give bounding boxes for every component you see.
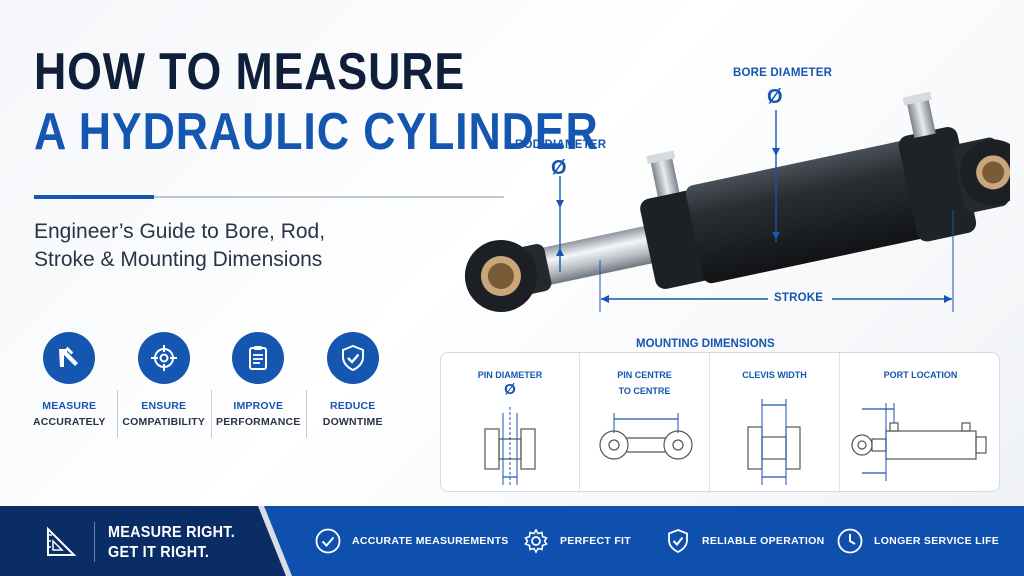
clevis-width-drawing <box>747 399 801 485</box>
mount-label-line-2: TO CENTRE <box>618 386 671 396</box>
feature-reliable-operation: RELIABLE OPERATION <box>664 526 824 556</box>
footer-banner: MEASURE RIGHT. GET IT RIGHT. ACCURATE ME… <box>0 506 1024 576</box>
mount-item-port-location: PORT LOCATION <box>839 353 1001 493</box>
slogan-line-1: MEASURE RIGHT. <box>108 524 235 541</box>
mount-label-line-1: PIN DIAMETER <box>477 370 543 380</box>
benefit-label-bottom: PERFORMANCE <box>216 416 301 428</box>
mount-item-clevis-width: CLEVIS WIDTH <box>709 353 839 493</box>
feature-accurate-measurements: ACCURATE MEASUREMENTS <box>314 526 509 556</box>
target-icon <box>137 332 190 384</box>
title-line-2: A HYDRAULIC CYLINDER <box>34 103 599 161</box>
benefits-row: MEASURE ACCURATELY ENSURE COMPATIBILITY … <box>22 332 400 442</box>
title-line-1: HOW TO MEASURE <box>34 43 466 101</box>
mount-label-line-1: CLEVIS WIDTH <box>742 370 807 380</box>
mount-label: CLEVIS WIDTH <box>710 367 839 383</box>
feature-label: RELIABLE OPERATION <box>702 535 825 547</box>
mount-label: PIN CENTRE TO CENTRE <box>580 367 709 399</box>
subtitle-line-1: Engineer’s Guide to Bore, Rod, <box>34 220 326 243</box>
feature-label: ACCURATE MEASUREMENTS <box>352 535 509 547</box>
benefit-label-top: IMPROVE <box>233 400 284 412</box>
mounting-dimensions-panel: PIN DIAMETER Ø PIN CENTRE TO CENTRE <box>440 352 1001 493</box>
port-location-drawing <box>851 403 987 481</box>
shield-check-icon <box>668 529 688 554</box>
benefit-ensure: ENSURE COMPATIBILITY <box>116 332 212 442</box>
benefit-improve: IMPROVE PERFORMANCE <box>211 332 306 442</box>
clock-icon <box>837 528 863 554</box>
feature-perfect-fit: PERFECT FIT <box>522 526 631 556</box>
title-divider <box>34 195 504 199</box>
gear-icon <box>524 528 548 554</box>
mount-label: PORT LOCATION <box>840 367 1001 383</box>
footer-separator <box>94 522 95 562</box>
page-title: HOW TO MEASURE A HYDRAULIC CYLINDER <box>34 42 599 162</box>
mount-label: PIN DIAMETER <box>441 367 579 383</box>
pin-diameter-drawing <box>484 407 536 485</box>
benefit-label-top: REDUCE <box>329 400 376 412</box>
clipboard-icon <box>232 332 285 384</box>
benefit-label-top: ENSURE <box>141 400 187 412</box>
ruler-triangle-icon <box>47 526 77 556</box>
benefit-label-top: MEASURE <box>42 400 97 412</box>
rod-diameter-label: ROD DIAMETER <box>515 139 607 151</box>
shield-check-icon <box>326 332 379 384</box>
feature-label: PERFECT FIT <box>560 535 631 547</box>
caliper-icon <box>43 332 96 384</box>
pin-diameter-symbol: Ø <box>504 381 516 398</box>
pin-centre-drawing <box>599 413 693 460</box>
check-circle-icon <box>315 528 341 554</box>
mount-label-line-1: PORT LOCATION <box>883 370 958 380</box>
subtitle: Engineer’s Guide to Bore, Rod, Stroke & … <box>34 218 414 274</box>
bore-diameter-symbol: Ø <box>767 86 783 108</box>
benefit-reduce: REDUCE DOWNTIME <box>305 332 401 442</box>
rod-diameter-symbol: Ø <box>551 157 567 179</box>
footer-slogan: MEASURE RIGHT. GET IT RIGHT. <box>108 523 235 563</box>
benefit-label-bottom: ACCURATELY <box>32 416 106 428</box>
feature-longer-service-life: LONGER SERVICE LIFE <box>836 526 999 556</box>
benefit-label-bottom: COMPATIBILITY <box>122 416 206 428</box>
stroke-label: STROKE <box>774 292 824 304</box>
bore-diameter-label: BORE DIAMETER <box>733 67 833 79</box>
mount-item-pin-diameter: PIN DIAMETER Ø <box>441 353 579 493</box>
mounting-dimensions-title: MOUNTING DIMENSIONS <box>636 338 775 350</box>
benefit-label-bottom: DOWNTIME <box>322 416 383 428</box>
feature-label: LONGER SERVICE LIFE <box>874 535 1000 547</box>
slogan-line-2: GET IT RIGHT. <box>108 544 210 561</box>
mount-item-pin-centre: PIN CENTRE TO CENTRE <box>579 353 709 493</box>
mount-label-line-1: PIN CENTRE <box>617 370 672 380</box>
hydraulic-cylinder-illustration <box>464 91 1010 312</box>
subtitle-line-2: Stroke & Mounting Dimensions <box>34 248 323 271</box>
benefit-measure: MEASURE ACCURATELY <box>22 332 117 442</box>
